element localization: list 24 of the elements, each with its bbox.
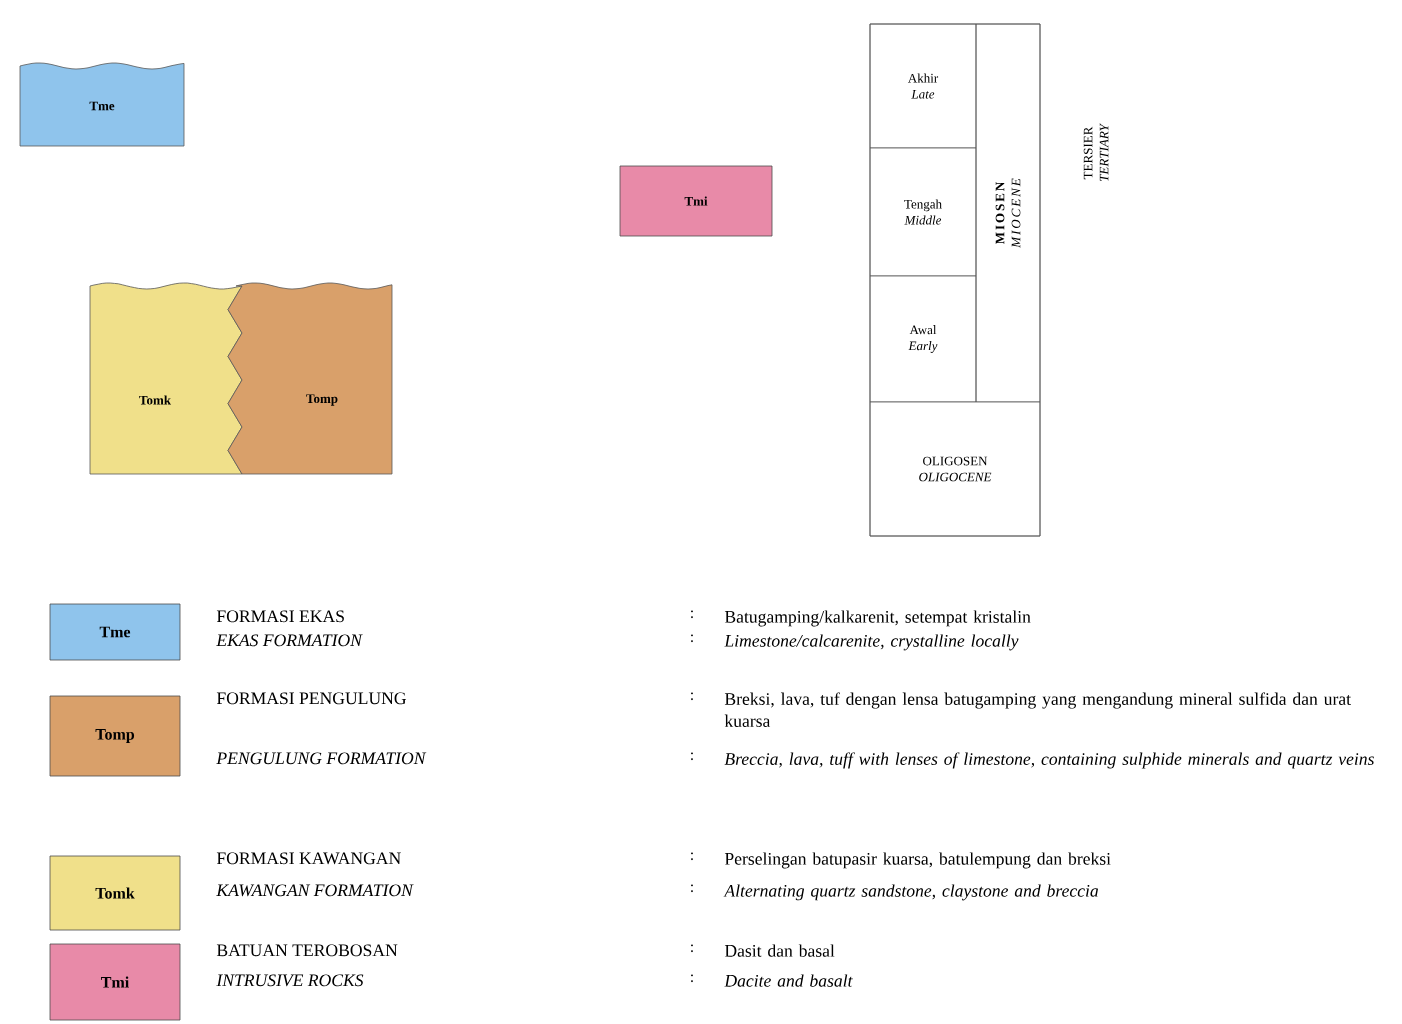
description-text: Alternating quartz sandstone, claystone and breccia bbox=[723, 884, 1099, 901]
formation-name: FORMASI PENGULUNG bbox=[216, 692, 407, 705]
separator-colon: : bbox=[691, 974, 693, 983]
description-text: Perselingan batupasir kuarsa, batulempung dan breksi bbox=[724, 852, 1111, 869]
separator-colon: : bbox=[691, 634, 693, 643]
description-text: Dacite and basalt bbox=[724, 974, 853, 987]
separator-colon: : bbox=[691, 610, 693, 619]
description-text: Batugamping/kalkarenit, setempat kristalin bbox=[724, 610, 1031, 627]
formation-name: INTRUSIVE ROCKS bbox=[216, 974, 364, 987]
separator-colon: : bbox=[691, 692, 693, 701]
separator-colon: : bbox=[691, 944, 693, 953]
description-text: Dasit dan basal bbox=[724, 944, 835, 957]
separator-colon: : bbox=[691, 884, 693, 893]
separator-colon: : bbox=[691, 752, 693, 761]
description-text: Limestone/calcarenite, crystalline locally bbox=[724, 634, 1019, 651]
formation-name: BATUAN TEROBOSAN bbox=[216, 944, 398, 957]
description-text: Breksi, lava, tuf dengan lensa batugamping yang mengandung mineral sulfida dan urat kuarsa bbox=[724, 692, 1351, 727]
formation-name: KAWANGAN FORMATION bbox=[216, 884, 414, 897]
description-text: Breccia, lava, tuff with lenses of limestone, containing sulphide minerals and quartz veins bbox=[724, 752, 1374, 769]
formation-name: EKAS FORMATION bbox=[216, 634, 363, 647]
formation-name: PENGULUNG FORMATION bbox=[216, 752, 427, 765]
formation-name: FORMASI KAWANGAN bbox=[216, 852, 401, 865]
formation-name: FORMASI EKAS bbox=[216, 610, 344, 623]
separator-colon: : bbox=[691, 852, 693, 861]
